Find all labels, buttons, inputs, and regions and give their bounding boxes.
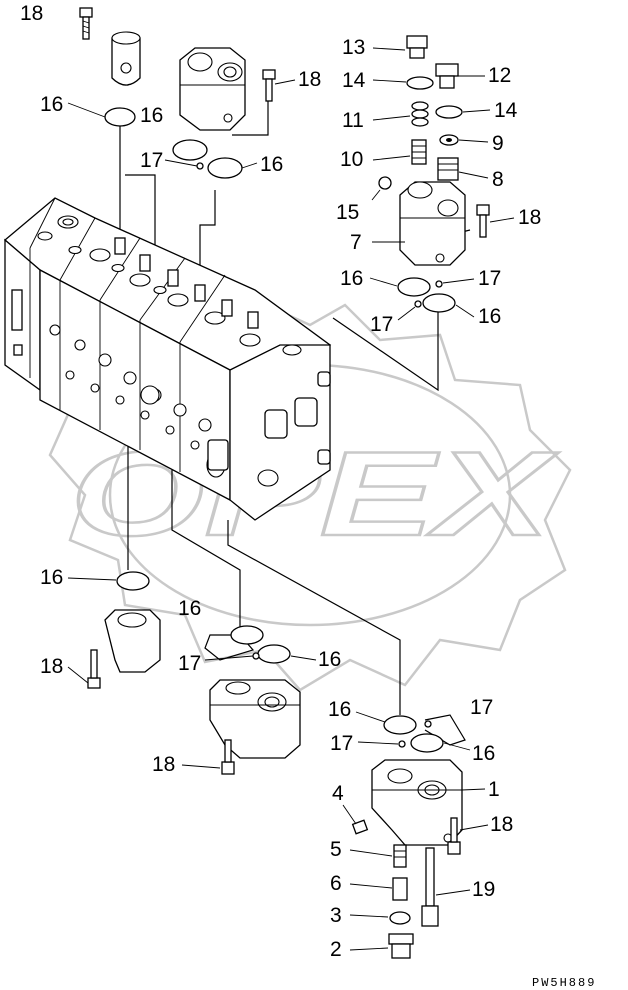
gasket-16-i [383,715,417,735]
plug-2 [388,933,414,959]
gasket-16-j [410,733,444,753]
ring-17-f [398,740,406,748]
ring-17-c [414,300,422,308]
label-leaders [67,47,515,951]
label-16-lower-mid: 16 [178,597,201,620]
label-11: 11 [342,109,364,132]
plug-15 [371,176,392,201]
spring-6 [392,877,408,901]
label-18-lower-mid: 18 [152,753,175,776]
label-2: 2 [330,938,342,961]
top-mid-double-valve [179,47,246,131]
label-12: 12 [488,64,511,87]
top-left-valve-cap [111,31,141,86]
lower-mid-double-valve [209,679,301,759]
o-ring-3 [389,911,411,925]
bolt-19 [421,847,439,927]
label-18-lower-left: 18 [40,655,63,678]
ring-17-a [196,162,204,170]
main-control-valve-body [3,197,332,521]
label-16-upper-left: 16 [40,93,63,116]
ring-17-b [435,280,443,288]
label-18-upper-mid: 18 [298,68,321,91]
plug-4 [351,819,369,835]
label-16-right-b: 16 [478,305,501,328]
label-7: 7 [350,231,362,254]
label-14-left: 14 [342,69,366,92]
piston-8 [437,157,459,181]
label-13: 13 [342,36,365,59]
label-16-lower-right-b: 16 [472,742,495,765]
o-ring-14-left [406,76,434,90]
gasket-16-c [207,157,243,179]
plug-13 [406,35,428,59]
label-16-right-a: 16 [340,267,363,290]
valve-body-1 [371,759,463,846]
label-14-right: 14 [494,99,518,122]
valve-body-7 [399,181,466,266]
gasket-16-e [422,293,456,313]
drawing-code: PW5H889 [532,976,596,990]
bolt-18-upper-mid [262,69,276,102]
label-17-lower-mid: 17 [178,652,201,675]
ring-17-d [252,652,260,660]
ring-17-e [424,720,432,728]
label-19: 19 [472,878,495,901]
gasket-16-f [116,571,150,591]
label-17-lower-right-top: 17 [470,696,493,719]
o-ring-14-right [435,105,463,119]
label-16-lower-left: 16 [40,566,63,589]
label-3: 3 [330,904,342,927]
label-10: 10 [340,148,363,171]
label-4: 4 [332,782,344,805]
spool-5 [393,844,407,868]
plug-12 [435,63,459,89]
bolt-18-lower-mid [221,739,235,775]
label-16-upper-mid-right: 16 [260,153,283,176]
label-17-right-b: 17 [370,313,393,336]
label-17-lower-right: 17 [330,732,353,755]
label-8: 8 [492,168,504,191]
bolt-18-top-left [79,7,93,40]
bolt-18-lower-left [87,649,101,689]
label-16-lower-right: 16 [328,698,351,721]
label-16-lower-mid-right: 16 [318,648,341,671]
gasket-16-d [397,277,431,297]
label-17-upper-mid: 17 [140,149,163,172]
label-18-top-left: 18 [20,2,43,25]
gasket-16-g [230,625,264,645]
bolt-18-upper-right [476,204,490,238]
label-18-upper-right: 18 [518,206,541,229]
gasket-16-a [104,107,136,127]
label-9: 9 [492,132,504,155]
label-17-right-a: 17 [478,267,501,290]
gasket-16-b [172,139,208,161]
label-1: 1 [488,778,500,801]
gasket-16-h [257,644,291,664]
label-15: 15 [336,201,359,224]
lower-left-valve-cap [104,609,161,673]
bolt-18-lower-right [447,817,461,855]
spool-10 [411,139,427,165]
label-18-lower-right: 18 [490,813,513,836]
washer-9 [439,134,459,146]
label-16-upper-mid: 16 [140,104,163,127]
label-5: 5 [330,838,342,861]
label-6: 6 [330,872,342,895]
spring-11 [411,101,429,127]
